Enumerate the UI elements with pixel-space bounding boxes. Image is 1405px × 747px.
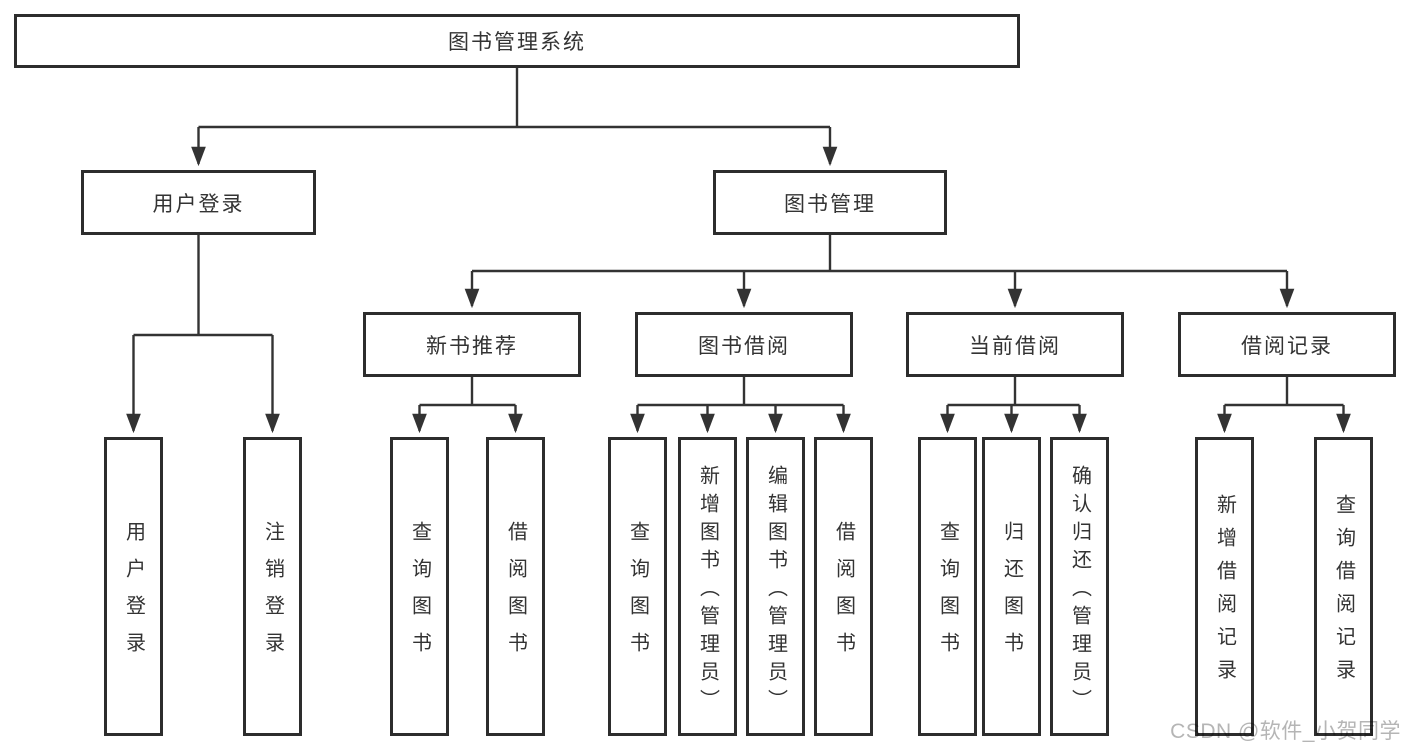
node-book-management-label: 图书管理 xyxy=(784,192,876,216)
leaf-label: 新增借阅记录 xyxy=(1213,494,1236,692)
leaf-label: 借阅图书 xyxy=(504,521,527,669)
node-user-login: 用户登录 xyxy=(81,170,316,235)
leaf-add-books-admin: 新增图书（管理员） xyxy=(678,437,737,736)
node-user-login-label: 用户登录 xyxy=(152,192,245,216)
connector-management-trunk xyxy=(472,235,1287,273)
leaf-logout: 注销登录 xyxy=(243,437,302,736)
leaf-edit-books-admin: 编辑图书（管理员） xyxy=(746,437,805,736)
leaf-return-books: 归还图书 xyxy=(982,437,1041,736)
node-book-borrow: 图书借阅 xyxy=(635,312,853,377)
leaf-label: 编辑图书（管理员） xyxy=(764,464,787,717)
node-borrow-records-label: 借阅记录 xyxy=(1241,334,1333,358)
node-book-borrow-label: 图书借阅 xyxy=(698,334,790,358)
leaf-label: 查询图书 xyxy=(936,521,959,669)
connector-records-trunk xyxy=(1224,377,1344,407)
leaf-borrow-books-recommend: 借阅图书 xyxy=(486,437,545,736)
connector-recommend-trunk xyxy=(419,377,516,407)
node-book-management: 图书管理 xyxy=(713,170,947,235)
node-current-borrow-label: 当前借阅 xyxy=(969,334,1061,358)
node-borrow-records: 借阅记录 xyxy=(1178,312,1396,377)
leaf-query-books-current: 查询图书 xyxy=(918,437,977,736)
leaf-query-books-borrow: 查询图书 xyxy=(608,437,667,736)
leaf-borrow-books: 借阅图书 xyxy=(814,437,873,736)
leaf-label: 归还图书 xyxy=(1000,521,1023,669)
node-current-borrow: 当前借阅 xyxy=(906,312,1124,377)
leaf-label: 借阅图书 xyxy=(832,521,855,669)
connector-root-trunk xyxy=(198,68,830,129)
leaf-label: 确认归还（管理员） xyxy=(1068,464,1091,717)
leaf-user-login: 用户登录 xyxy=(104,437,163,736)
node-new-book-recommend: 新书推荐 xyxy=(363,312,581,377)
leaf-add-borrow-record: 新增借阅记录 xyxy=(1195,437,1254,736)
leaf-label: 查询借阅记录 xyxy=(1332,494,1355,692)
leaf-label: 查询图书 xyxy=(626,521,649,669)
leaf-label: 注销登录 xyxy=(261,521,284,669)
node-root: 图书管理系统 xyxy=(14,14,1020,68)
connector-borrow-trunk xyxy=(637,377,844,407)
leaf-label: 查询图书 xyxy=(408,521,431,669)
leaf-confirm-return-admin: 确认归还（管理员） xyxy=(1050,437,1109,736)
node-new-book-recommend-label: 新书推荐 xyxy=(426,334,518,358)
csdn-watermark: CSDN @软件_小贺同学 xyxy=(1170,720,1401,743)
leaf-label: 新增图书（管理员） xyxy=(696,464,719,717)
leaf-query-borrow-record: 查询借阅记录 xyxy=(1314,437,1373,736)
node-root-label: 图书管理系统 xyxy=(448,31,586,54)
connector-login-trunk xyxy=(133,235,273,337)
connector-current-trunk xyxy=(947,377,1080,407)
leaf-label: 用户登录 xyxy=(122,521,145,669)
leaf-query-books-recommend: 查询图书 xyxy=(390,437,449,736)
